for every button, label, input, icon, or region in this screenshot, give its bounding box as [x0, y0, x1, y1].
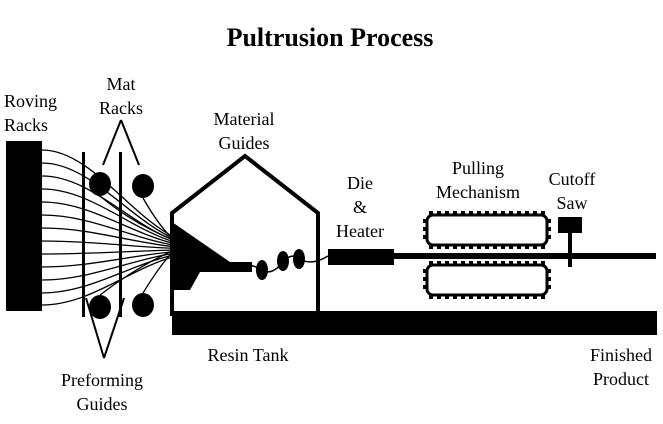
cutoff-saw-label-line2: Saw: [557, 193, 588, 213]
fiber-strand: [41, 249, 177, 255]
diagram-title: Pultrusion Process: [227, 23, 434, 52]
resin-tank-label: Resin Tank: [208, 345, 289, 365]
fiber-strand: [41, 188, 177, 244]
fiber-strand: [41, 255, 177, 306]
roving-racks-label-line1: Roving: [4, 91, 57, 111]
material-guides-label-line1: Material: [214, 109, 275, 129]
tread: [423, 211, 551, 249]
finished-product-label-line1: Finished: [590, 345, 652, 365]
mat-rolls-bottom: [89, 293, 154, 319]
die-heater-label-line3: Heater: [336, 221, 384, 241]
finished-product-label-line2: Product: [593, 369, 649, 389]
guide-path-line: [229, 255, 329, 273]
mat-racks-pointer: [102, 119, 140, 166]
fiber-strand: [41, 214, 177, 247]
fiber-strand: [41, 162, 177, 241]
cutoff-saw-label: Cutoff Saw: [549, 169, 596, 213]
fiber-strand: [41, 250, 177, 268]
cutoff-saw-label-line1: Cutoff: [549, 169, 596, 189]
fiber-bundle: [41, 149, 177, 306]
cutoff-saw: [558, 217, 582, 267]
die-heater-label-line2: &: [353, 197, 367, 217]
fiber-strand: [41, 201, 177, 245]
die-heater-block: [328, 249, 394, 265]
mat-rolls-top: [89, 172, 154, 198]
fiber-strand: [41, 227, 177, 248]
mat-racks-label-line1: Mat: [107, 74, 136, 94]
roving-racks-label: Roving Racks: [4, 91, 57, 135]
material-guides-label-line2: Guides: [219, 133, 270, 153]
preforming-guides-label: Preforming Guides: [61, 370, 143, 414]
roving-rack: [6, 141, 42, 311]
preforming-guides-label-line1: Preforming: [61, 370, 143, 390]
resin-tank-base: [172, 311, 657, 335]
preforming-guide-plate-left: [82, 152, 85, 317]
resin-bath-wedge: [172, 222, 252, 290]
product-line: [394, 253, 656, 259]
pulling-mechanism-label: Pulling Mechanism: [436, 158, 520, 202]
preforming-guides-label-line2: Guides: [77, 394, 128, 414]
finished-product-label: Finished Product: [590, 345, 652, 389]
die-heater-label-line1: Die: [347, 173, 373, 193]
mat-racks-label: Mat Racks: [99, 74, 143, 118]
fiber-strand: [41, 253, 177, 294]
pulling-mechanism-label-line2: Mechanism: [436, 182, 520, 202]
die-heater-label: Die & Heater: [336, 173, 384, 241]
pulling-mechanism-label-line1: Pulling: [452, 158, 504, 178]
tread: [423, 261, 551, 299]
preforming-guide-plate-right: [119, 152, 122, 317]
pulling-mechanism: [423, 211, 551, 299]
mat-racks-label-line2: Racks: [99, 98, 143, 118]
fiber-strand: [41, 240, 177, 250]
roving-racks-label-line2: Racks: [4, 115, 48, 135]
material-guides-housing: [170, 153, 320, 316]
material-guides-label: Material Guides: [214, 109, 275, 153]
